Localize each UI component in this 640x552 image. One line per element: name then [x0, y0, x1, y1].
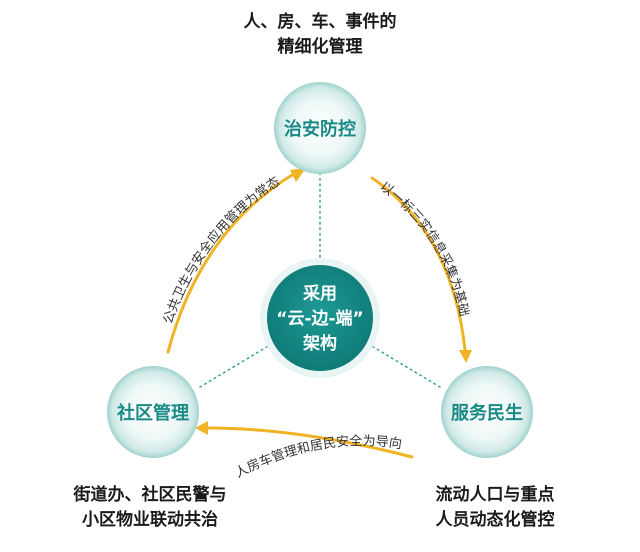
caption-left: 街道办、社区民警与 小区物业联动共治	[55, 483, 245, 533]
caption-top: 人、房、车、事件的 精细化管理	[200, 10, 440, 60]
connector-right	[369, 344, 441, 388]
caption-left-line-2: 小区物业联动共治	[82, 510, 218, 530]
connector-left	[199, 344, 271, 388]
node-label-top: 治安防控	[284, 118, 356, 140]
node-label-left: 社区管理	[117, 402, 189, 424]
caption-right-line-1: 流动人口与重点	[435, 485, 555, 505]
center-line-2: “云-边-端”	[276, 308, 363, 329]
caption-left-line-1: 街道办、社区民警与	[73, 485, 227, 505]
center-node: 采用 “云-边-端” 架构	[260, 258, 380, 378]
arrow-left-to-top	[166, 173, 294, 354]
node-top: 治安防控	[274, 82, 366, 174]
caption-top-line-2: 精细化管理	[277, 37, 363, 57]
dotted-connectors	[199, 172, 441, 388]
node-left: 社区管理	[107, 366, 199, 458]
center-line-3: 架构	[303, 333, 337, 354]
caption-top-line-1: 人、房、车、事件的	[243, 12, 397, 32]
arrow-label-top-right: 以一标三实信息采集为基础	[377, 179, 471, 317]
arrowhead-left	[195, 421, 208, 435]
node-right: 服务民生	[441, 366, 533, 458]
center-line-1: 采用	[302, 284, 337, 304]
caption-right: 流动人口与重点 人员动态化管控	[400, 483, 590, 533]
node-label-right: 服务民生	[451, 402, 523, 424]
arrowhead-top	[290, 168, 306, 182]
arrow-right-to-left	[206, 426, 414, 459]
arrow-label-bottom: 人房车管理和居民安全为导向	[233, 433, 403, 481]
caption-right-line-2: 人员动态化管控	[435, 510, 555, 530]
arrow-top-to-right	[370, 176, 467, 352]
arrowhead-right	[459, 350, 472, 363]
